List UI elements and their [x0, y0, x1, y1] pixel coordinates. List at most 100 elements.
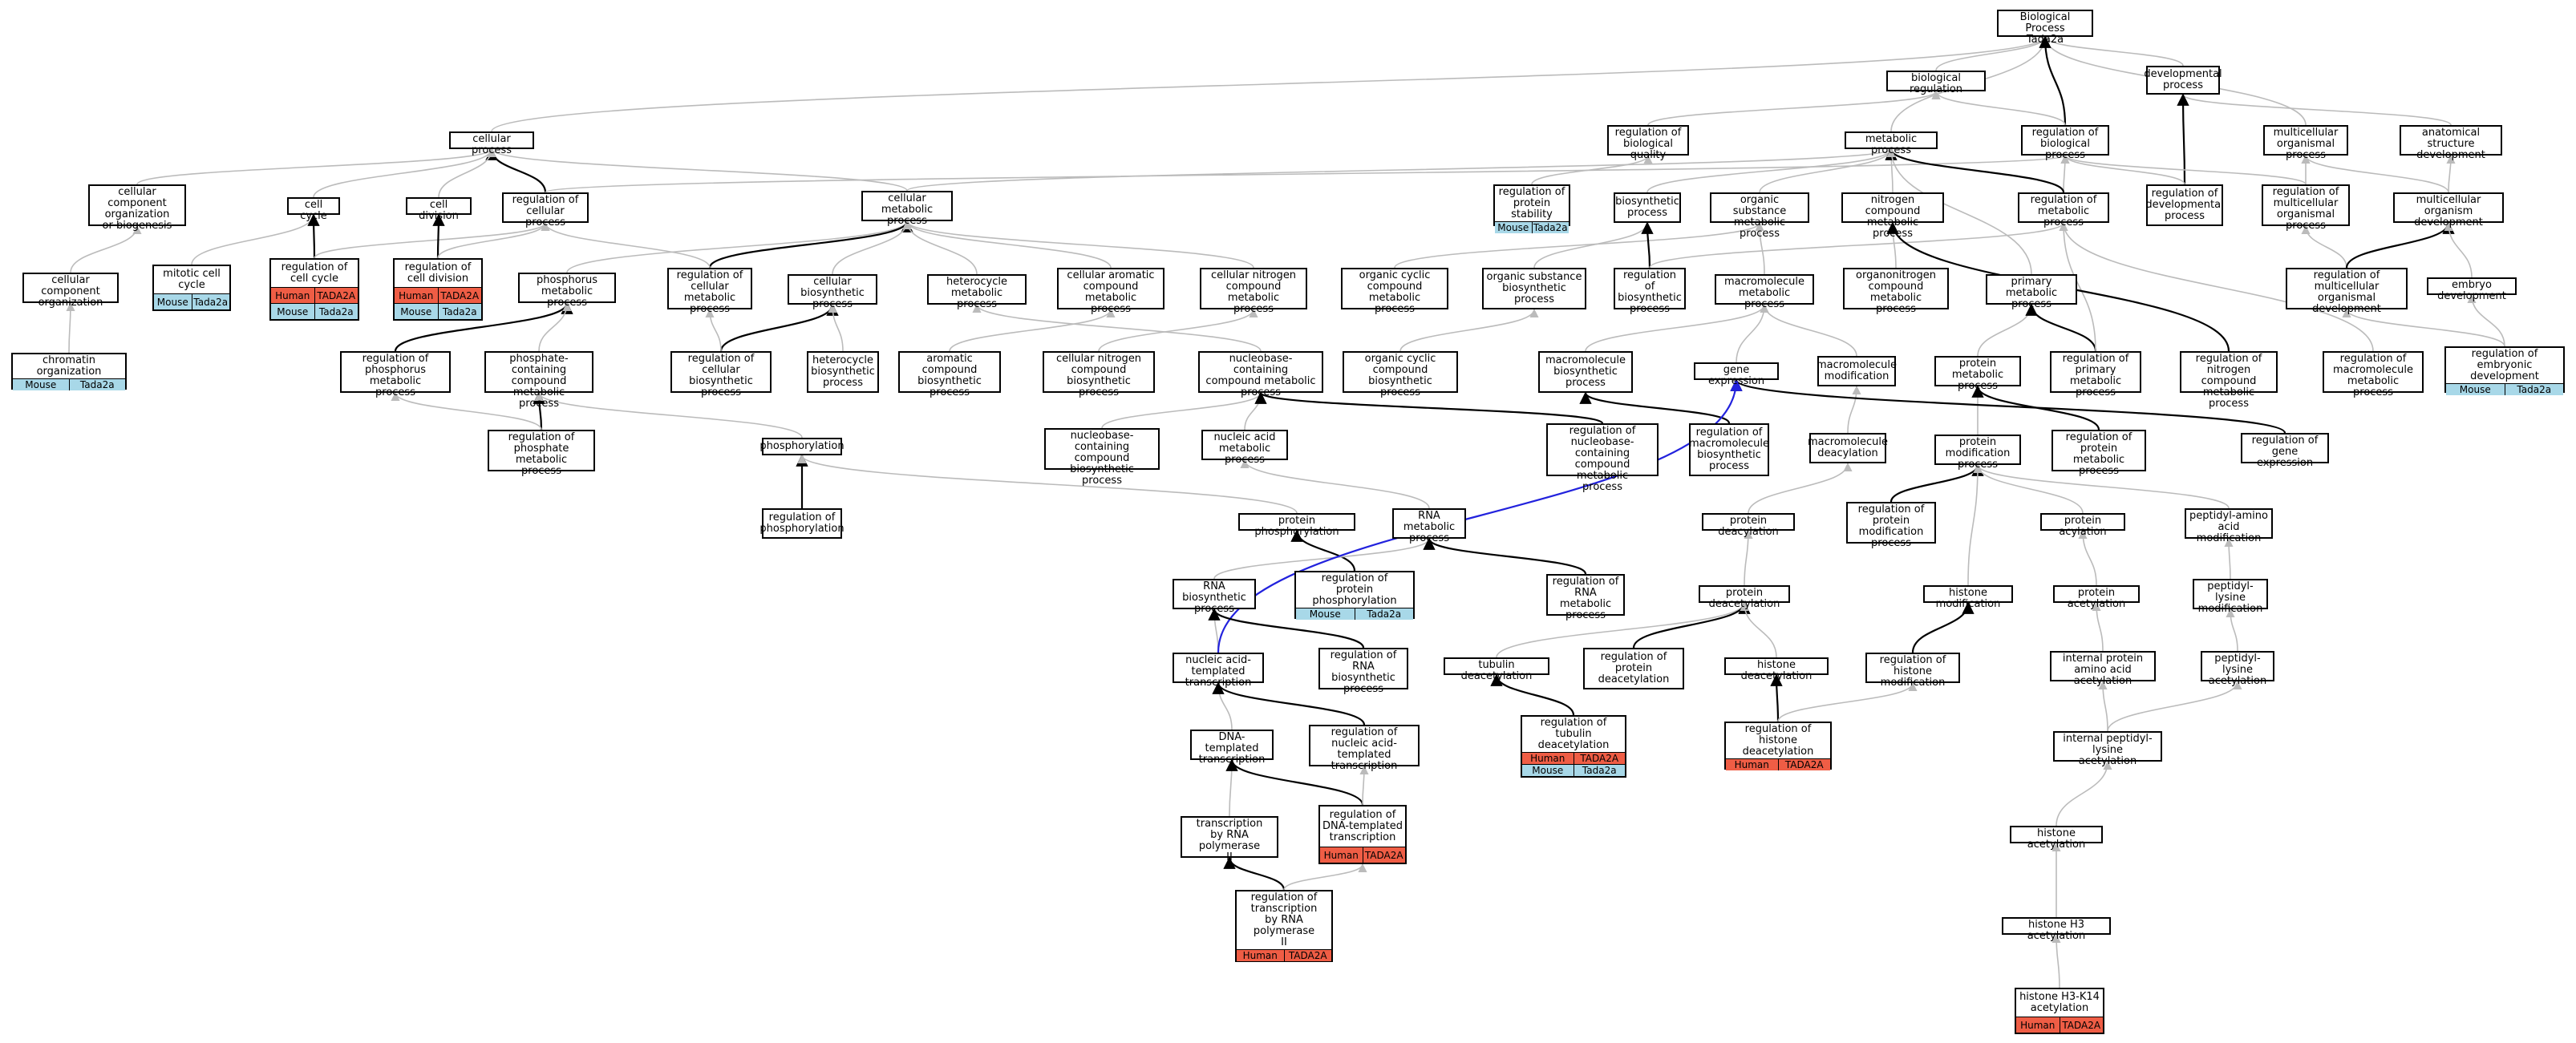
go-term-pmetab[interactable]: protein metabolic process — [1934, 356, 2021, 392]
go-term-regtrnap2[interactable]: regulation of transcription by RNA polym… — [1235, 890, 1333, 962]
go-term-regpmp[interactable]: regulation of phosphorus metabolic proce… — [340, 351, 451, 398]
go-term-camp[interactable]: cellular aromatic compound metabolic pro… — [1057, 268, 1164, 315]
go-term-pccmp[interactable]: phosphate-containing compound metabolic … — [484, 351, 593, 410]
go-term-cellproc[interactable]: cellular process — [449, 131, 534, 156]
go-term-hcmp[interactable]: heterocycle metabolic process — [927, 274, 1027, 310]
go-term-regpmetab[interactable]: regulation of protein metabolic process — [2051, 430, 2146, 477]
go-term-regncmp[interactable]: regulation of nitrogen compound metaboli… — [2180, 351, 2278, 410]
go-term-regmp[interactable]: regulation of metabolic process — [2018, 192, 2109, 228]
go-term-pacet[interactable]: protein acetylation — [2053, 585, 2140, 610]
go-term-mdeac[interactable]: macromolecule deacylation — [1808, 433, 1888, 463]
go-term-regcp[interactable]: regulation of cellular process — [502, 192, 589, 228]
go-term-regbsp[interactable]: regulation of biosynthetic process — [1614, 268, 1686, 315]
go-term-gexp[interactable]: gene expression — [1694, 362, 1779, 387]
go-term-regcmp[interactable]: regulation of cellular metabolic process — [667, 268, 752, 315]
go-term-oncmp[interactable]: organonitrogen compound metabolic proces… — [1843, 268, 1949, 315]
go-term-bsp[interactable]: biosynthetic process — [1614, 192, 1681, 223]
go-term-plmod[interactable]: peptidyl-lysine modification — [2193, 579, 2268, 615]
go-term-embdev[interactable]: embryo development — [2427, 277, 2517, 302]
go-term-cbp[interactable]: cellular biosynthetic process — [788, 274, 877, 310]
go-term-regmmp[interactable]: regulation of macromolecule metabolic pr… — [2323, 351, 2424, 398]
go-term-iplac[interactable]: internal peptidyl-lysine acetylation — [2053, 731, 2162, 767]
go-term-reghmod[interactable]: regulation of histone modification — [1865, 653, 1960, 689]
go-term-regbq[interactable]: regulation of biological quality — [1607, 125, 1689, 161]
go-term-cncmp[interactable]: cellular nitrogen compound metabolic pro… — [1200, 268, 1307, 315]
go-term-cc[interactable]: cell cycle — [287, 197, 340, 222]
go-term-pdeacet[interactable]: protein deacetylation — [1699, 585, 1790, 610]
go-term-regphos[interactable]: regulation of phosphorylation — [759, 508, 844, 539]
go-term-h3acet[interactable]: histone H3 acetylation — [2002, 917, 2111, 942]
go-term-hmod[interactable]: histone modification — [1923, 585, 2013, 610]
go-term-dev[interactable]: developmental process — [2144, 66, 2222, 95]
go-term-regpmod[interactable]: regulation of protein modification proce… — [1846, 502, 1936, 549]
go-term-regcbp[interactable]: regulation of cellular biosynthetic proc… — [670, 351, 772, 398]
go-term-hbp[interactable]: heterocycle biosynthetic process — [807, 351, 879, 393]
go-term-phos[interactable]: phosphorylation — [759, 438, 844, 455]
go-term-pmp[interactable]: phosphorus metabolic process — [518, 273, 616, 309]
go-term-regprimp[interactable]: regulation of primary metabolic process — [2050, 351, 2141, 398]
go-term-nbccbp[interactable]: nucleobase-containing compound biosynthe… — [1044, 428, 1160, 487]
go-term-regmop[interactable]: regulation of multicellular organismal p… — [2262, 184, 2350, 232]
go-term-cncbp[interactable]: cellular nitrogen compound biosynthetic … — [1043, 351, 1155, 398]
go-term-regdp[interactable]: regulation of developmental process — [2145, 184, 2224, 226]
go-term-paamod[interactable]: peptidyl-amino acid modification — [2185, 508, 2273, 544]
go-term-regphmp[interactable]: regulation of phosphate metabolic proces… — [488, 430, 595, 477]
go-term-nbccmp[interactable]: nucleobase-containing compound metabolic… — [1198, 351, 1323, 398]
go-term-osmp[interactable]: organic substance metabolic process — [1710, 192, 1809, 240]
go-term-cmp[interactable]: cellular metabolic process — [861, 191, 953, 227]
go-term-regrnamp[interactable]: regulation of RNA metabolic process — [1546, 574, 1625, 621]
go-term-breg[interactable]: biological regulation — [1886, 71, 1986, 95]
go-term-mmod[interactable]: macromolecule modification — [1817, 356, 1897, 386]
go-term-regmbp[interactable]: regulation of macromolecule biosynthetic… — [1689, 423, 1769, 476]
go-term-hdeac[interactable]: histone deacetylation — [1724, 657, 1829, 682]
go-term-cco[interactable]: cellular component organization — [22, 273, 119, 309]
go-term-osbp[interactable]: organic substance biosynthetic process — [1482, 268, 1586, 309]
go-term-trnap2[interactable]: transcription by RNA polymerase II — [1181, 816, 1278, 863]
go-term-bp[interactable]: Biological Process Tada2a — [1997, 10, 2093, 46]
go-term-occbp[interactable]: organic cyclic compound biosynthetic pro… — [1343, 351, 1458, 398]
go-term-regmomd[interactable]: regulation of multicellular organismal d… — [2286, 268, 2408, 315]
go-term-reggexp[interactable]: regulation of gene expression — [2241, 433, 2329, 469]
go-term-pacyl[interactable]: protein acylation — [2040, 513, 2125, 538]
go-term-ncmp[interactable]: nitrogen compound metabolic process — [1841, 192, 1944, 240]
go-term-acbp[interactable]: aromatic compound biosynthetic process — [898, 351, 1001, 398]
go-term-pphos[interactable]: protein phosphorylation — [1238, 513, 1355, 538]
go-term-regnatt[interactable]: regulation of nucleic acid-templated tra… — [1309, 725, 1420, 772]
go-term-regpdeac[interactable]: regulation of protein deacetylation — [1583, 648, 1684, 689]
go-term-rnamp[interactable]: RNA metabolic process — [1392, 508, 1466, 544]
go-term-cdiv[interactable]: cell division — [406, 197, 472, 222]
go-term-natt[interactable]: nucleic acid-templated transcription — [1173, 653, 1264, 689]
go-term-metab[interactable]: metabolic process — [1845, 131, 1938, 156]
go-term-regbp[interactable]: regulation of biological process — [2021, 125, 2109, 161]
go-term-asd[interactable]: anatomical structure development — [2400, 125, 2502, 161]
go-term-regdtt[interactable]: regulation of DNA-templated transcriptio… — [1318, 805, 1407, 864]
go-term-plac[interactable]: peptidyl-lysine acetylation — [2201, 651, 2274, 687]
go-term-regrnabp[interactable]: regulation of RNA biosynthetic process — [1318, 648, 1408, 695]
go-term-ccob[interactable]: cellular component organization or bioge… — [88, 184, 186, 232]
go-term-mod[interactable]: multicellular organism development — [2393, 192, 2504, 228]
go-term-occmp[interactable]: organic cyclic compound metabolic proces… — [1341, 268, 1448, 315]
go-term-dtt[interactable]: DNA-templated transcription — [1190, 730, 1274, 766]
go-term-ipaaa[interactable]: internal protein amino acid acetylation — [2050, 651, 2156, 687]
go-term-rnabp[interactable]: RNA biosynthetic process — [1173, 579, 1256, 615]
go-term-pmod[interactable]: protein modification process — [1934, 435, 2021, 471]
go-term-pdeac[interactable]: protein deacylation — [1702, 513, 1795, 538]
go-term-mbp[interactable]: macromolecule biosynthetic process — [1538, 351, 1633, 393]
go-term-primp[interactable]: primary metabolic process — [1986, 274, 2077, 310]
go-term-tubdeac[interactable]: tubulin deacetylation — [1444, 657, 1549, 682]
go-term-hacet[interactable]: histone acetylation — [2010, 826, 2103, 851]
go-term-mop[interactable]: multicellular organismal process — [2263, 125, 2348, 161]
go-term-mmp[interactable]: macromolecule metabolic process — [1715, 274, 1814, 310]
go-term-namp[interactable]: nucleic acid metabolic process — [1201, 430, 1288, 466]
go-term-regnbccmp[interactable]: regulation of nucleobase-containing comp… — [1546, 423, 1659, 493]
